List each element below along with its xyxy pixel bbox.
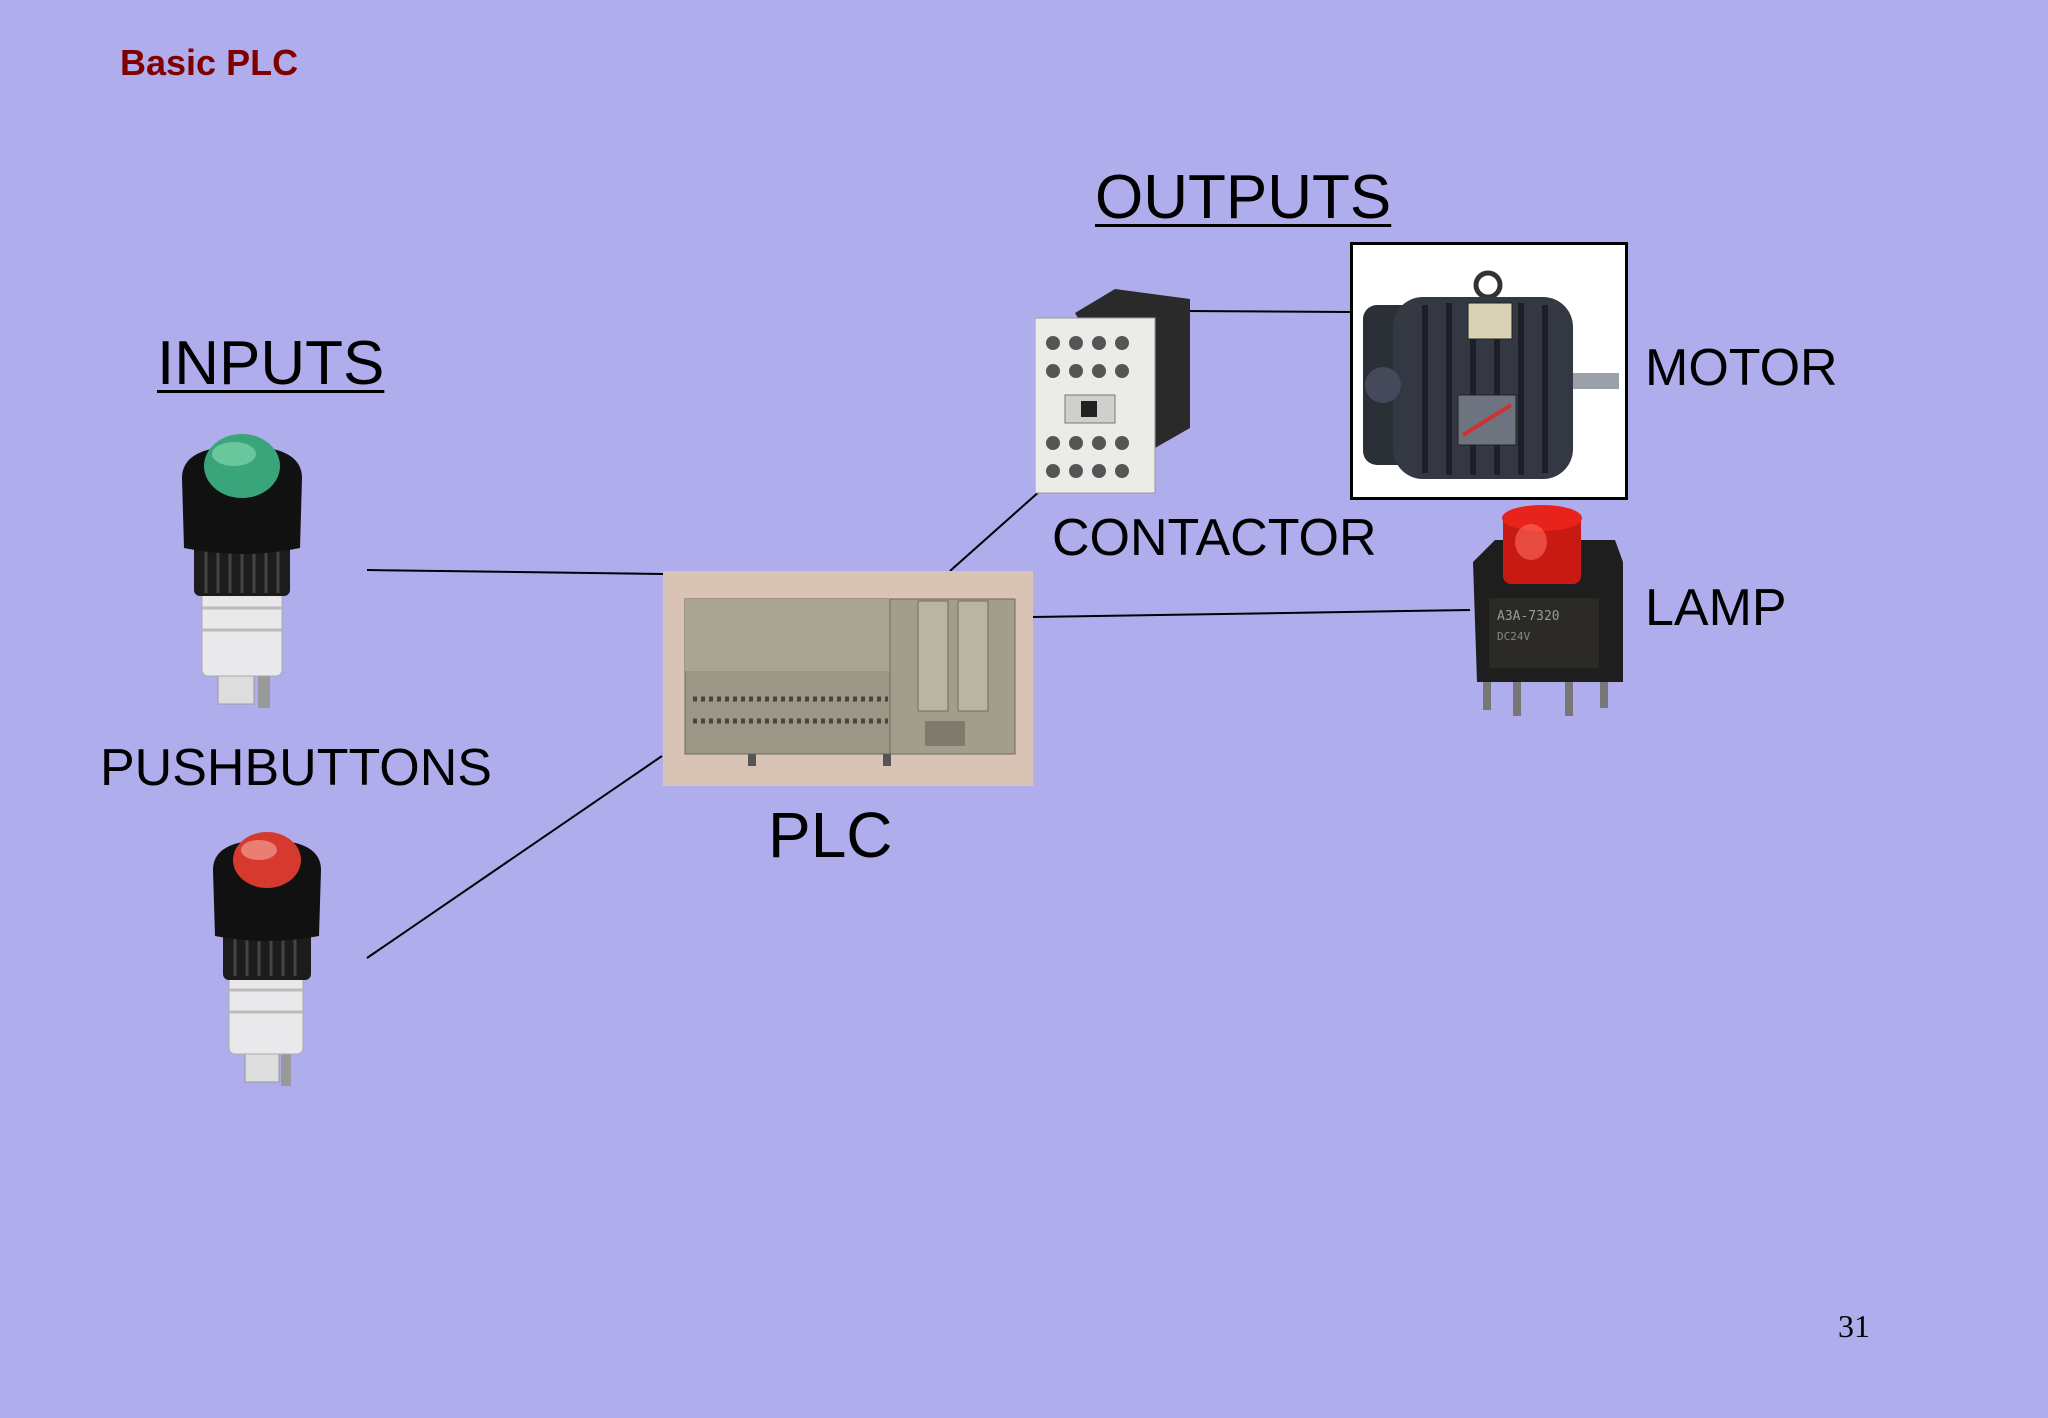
red-pushbutton: [205, 818, 330, 1098]
page-number: 31: [1838, 1308, 1870, 1344]
lamp-label: LAMP: [1645, 579, 1787, 637]
inputs-heading: INPUTS: [157, 329, 385, 398]
pushbuttons-label: PUSHBUTTONS: [100, 739, 492, 797]
slide-title: Basic PLC: [120, 42, 299, 83]
wire-green-button-to-plc: [366, 569, 666, 575]
plc-label: PLC: [768, 799, 893, 871]
contactor: [1034, 283, 1195, 503]
wire-plc-to-contactor: [949, 481, 1051, 572]
svg-text:DC24V: DC24V: [1497, 630, 1530, 643]
plc-unit: [663, 571, 1033, 791]
wire-plc-to-lamp: [1032, 609, 1471, 618]
svg-text:A3A-7320: A3A-7320: [1497, 609, 1560, 624]
contactor-label: CONTACTOR: [1052, 509, 1377, 567]
wire-red-button-to-plc: [366, 755, 663, 959]
motor: [1350, 242, 1628, 500]
green-pushbutton: [172, 418, 312, 723]
motor-label: MOTOR: [1645, 339, 1838, 397]
wire-contactor-to-motor: [1184, 310, 1353, 313]
outputs-heading: OUTPUTS: [1095, 163, 1392, 232]
lamp: A3A-7320 DC24V: [1465, 502, 1630, 727]
